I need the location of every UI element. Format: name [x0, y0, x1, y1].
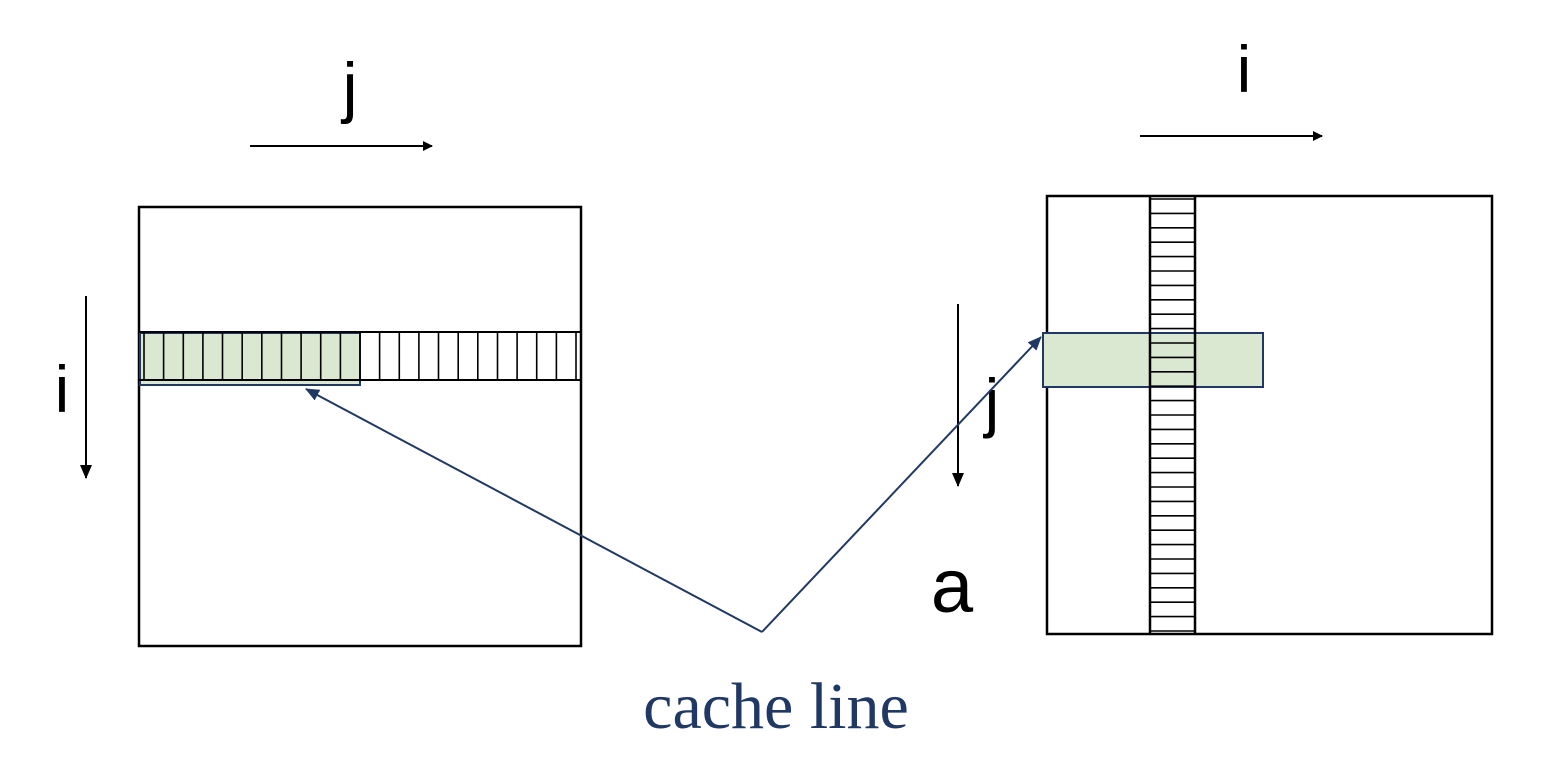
- right-matrix: i j a: [931, 32, 1494, 636]
- left-side-axis-label: i: [55, 352, 70, 426]
- left-top-axis-label: j: [340, 49, 357, 125]
- left-cache-line-highlight: [139, 332, 361, 386]
- right-column-strip: [1148, 196, 1197, 634]
- right-matrix-name-label: a: [931, 544, 974, 629]
- pointer-to-right-cache-line: [761, 336, 1042, 633]
- caption-cache-line: cache line: [643, 670, 909, 743]
- left-row-strip: [139, 331, 581, 381]
- right-top-axis-label: i: [1237, 32, 1252, 106]
- right-matrix-box: [1045, 194, 1494, 636]
- right-side-axis-label: j: [983, 365, 1000, 439]
- cache-line-pointers: [305, 336, 1042, 633]
- left-matrix: j i: [55, 49, 583, 648]
- right-cache-line-highlight: [1042, 332, 1264, 388]
- pointer-to-left-cache-line: [305, 388, 763, 633]
- left-matrix-box: [137, 205, 583, 648]
